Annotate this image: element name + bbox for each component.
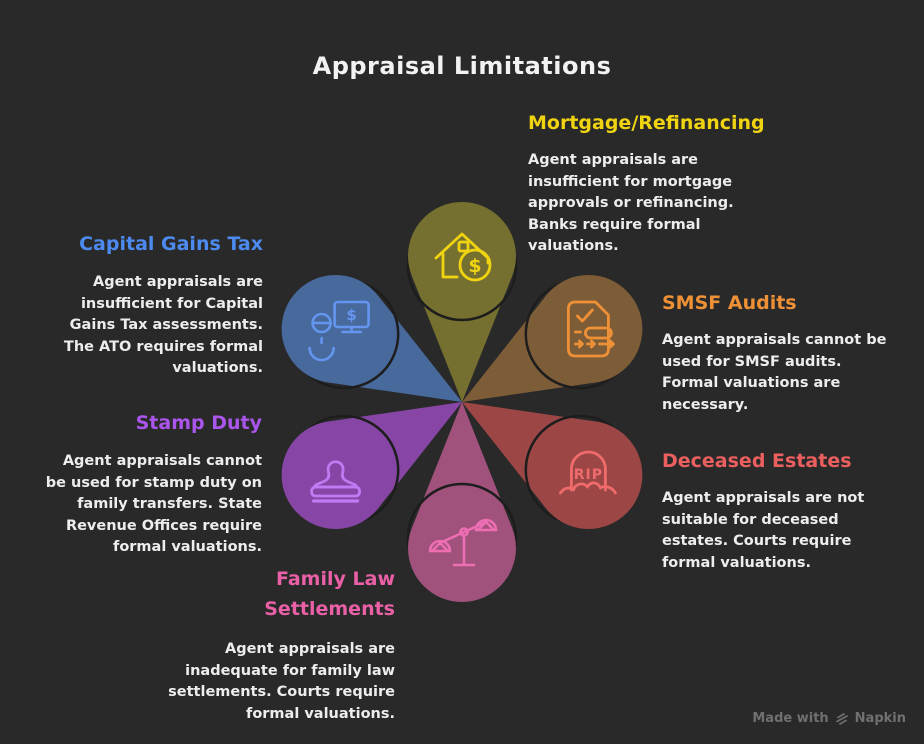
stamp-icon (310, 460, 362, 503)
section-label: Family Law Settlements (264, 568, 395, 620)
section-label: Stamp Duty (135, 412, 262, 434)
petal-smsf (462, 275, 643, 402)
section-body: Agent appraisals are insufficient for Ca… (63, 274, 263, 376)
petal-cgt: $ (281, 275, 462, 402)
section-body: Agent appraisals are inadequate for fami… (168, 641, 395, 722)
section-body: Agent appraisals are insufficient for mo… (528, 152, 734, 254)
svg-text:RIP: RIP (574, 467, 603, 483)
section-smsf: SMSF Audits Agent appraisals cannot be u… (662, 289, 892, 416)
napkin-watermark[interactable]: Made with Napkin (752, 711, 906, 726)
svg-text:$: $ (468, 255, 481, 277)
watermark-text: Made with (752, 711, 829, 726)
section-cgt: Capital Gains Tax Agent appraisals are i… (13, 230, 263, 380)
napkin-logo-icon (835, 712, 848, 725)
svg-text:$: $ (346, 306, 356, 324)
petal-mortgage: $ (406, 202, 518, 402)
section-deceased: Deceased Estates Agent appraisals are no… (662, 447, 892, 574)
section-label: Deceased Estates (662, 450, 852, 472)
section-mortgage: Mortgage/Refinancing Agent appraisals ar… (528, 109, 768, 258)
section-body: Agent appraisals are not suitable for de… (662, 490, 865, 571)
section-label: Capital Gains Tax (79, 233, 263, 255)
section-stamp: Stamp Duty Agent appraisals cannot be us… (12, 409, 262, 559)
person-monitor-icon: $ (308, 300, 370, 362)
petal-family (406, 402, 518, 602)
petal-deceased: RIP (462, 402, 643, 529)
tombstone-rip-icon: RIP (559, 450, 617, 495)
watermark-brand: Napkin (854, 711, 906, 726)
document-check-icon (567, 300, 615, 358)
section-label: SMSF Audits (662, 292, 797, 314)
house-dollar-icon: $ (434, 232, 492, 282)
page-title: Appraisal Limitations (312, 52, 612, 80)
section-label: Mortgage/Refinancing (528, 112, 765, 134)
scales-icon (428, 518, 498, 567)
petal-stamp (281, 402, 462, 529)
section-body: Agent appraisals cannot be used for SMSF… (662, 332, 887, 413)
section-body: Agent appraisals cannot be used for stam… (45, 453, 262, 555)
section-family: Family Law Settlements Agent appraisals … (95, 564, 395, 725)
